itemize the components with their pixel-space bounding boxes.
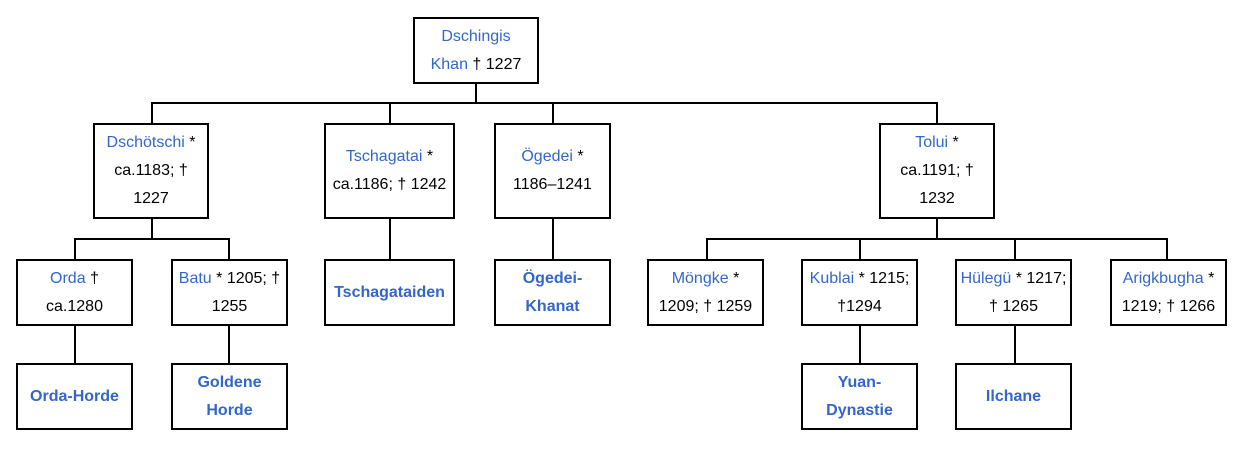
person-batu: Batu * 1205; † 1255	[171, 259, 288, 326]
connector	[706, 238, 708, 260]
dynasty-ilchane: Ilchane	[955, 363, 1072, 430]
person-kublai: Kublai * 1215; †1294	[801, 259, 918, 326]
person-link-oegedei[interactable]: Ögedei	[521, 148, 573, 165]
connector	[936, 218, 938, 239]
dynasty-yuan: Yuan-Dynastie	[801, 363, 918, 430]
person-dates: * 1186–1241	[513, 148, 592, 193]
dynasty-goldene-horde: Goldene Horde	[171, 363, 288, 430]
person-dates: * 1219; † 1266	[1121, 269, 1216, 315]
person-dates: * 1215; †1294	[837, 269, 910, 315]
person-huelegue: Hülegü * 1217; † 1265	[955, 259, 1072, 326]
person-dates: * 1205; † 1255	[211, 269, 281, 315]
dynasty-link-ilchane[interactable]: Ilchane	[985, 387, 1042, 405]
person-dates: * 1209; † 1259	[658, 269, 753, 315]
person-link-huelegue[interactable]: Hülegü	[960, 269, 1012, 287]
dynasty-link-tschagataiden[interactable]: Tschagataiden	[334, 283, 445, 301]
person-orda: Orda † ca.1280	[16, 259, 133, 326]
connector	[389, 218, 391, 260]
connector	[1014, 325, 1016, 364]
connector	[151, 102, 153, 124]
dynasty-oegedei-khanat: Ögedei-Khanat	[494, 259, 611, 326]
person-link-moengke[interactable]: Möngke	[671, 269, 729, 287]
person-tschagatai: Tschagatai * ca.1186; † 1242	[324, 123, 455, 219]
person-link-tschagatai[interactable]: Tschagatai	[345, 148, 423, 165]
connector	[389, 102, 391, 124]
connector	[552, 102, 554, 124]
connector	[228, 325, 230, 364]
person-link-kublai[interactable]: Kublai	[809, 269, 855, 287]
connector	[859, 238, 861, 260]
connector	[151, 102, 937, 104]
connector	[151, 218, 153, 239]
person-dates: † 1227	[467, 55, 522, 73]
dynasty-link-yuan[interactable]: Yuan-Dynastie	[826, 373, 893, 419]
connector	[1014, 238, 1016, 260]
person-dschoetschi: Dschötschi * ca.1183; † 1227	[93, 123, 209, 219]
connector	[859, 325, 861, 364]
connector	[74, 325, 76, 364]
person-dates: * ca.1183; † 1227	[114, 134, 196, 207]
dynasty-link-orda-horde[interactable]: Orda-Horde	[30, 387, 119, 405]
dynasty-link-goldene-horde[interactable]: Goldene Horde	[197, 373, 262, 419]
person-dschingis-khan: Dschingis Khan † 1227	[413, 17, 539, 84]
person-link-orda[interactable]: Orda	[50, 269, 86, 287]
connector	[74, 238, 230, 240]
person-dates: * ca.1186; † 1242	[332, 148, 447, 193]
connector	[74, 238, 76, 260]
dynasty-link-oegedei-khanat[interactable]: Ögedei-Khanat	[522, 269, 583, 315]
connector	[706, 238, 1168, 240]
connector	[552, 218, 554, 260]
person-link-batu[interactable]: Batu	[178, 269, 212, 287]
person-oegedei: Ögedei * 1186–1241	[494, 123, 611, 219]
connector	[228, 238, 230, 260]
person-link-tolui[interactable]: Tolui	[915, 134, 949, 151]
person-moengke: Möngke * 1209; † 1259	[647, 259, 764, 326]
connector	[1166, 238, 1168, 260]
dynasty-tschagataiden: Tschagataiden	[324, 259, 455, 326]
person-tolui: Tolui * ca.1191; † 1232	[879, 123, 995, 219]
connector	[475, 83, 477, 103]
person-link-dschingis-khan[interactable]: Dschingis Khan	[430, 27, 511, 73]
person-dates: * ca.1191; † 1232	[900, 134, 974, 207]
connector	[936, 102, 938, 124]
person-dates: * 1217; † 1265	[989, 269, 1067, 315]
dynasty-orda-horde: Orda-Horde	[16, 363, 133, 430]
person-dates: † ca.1280	[46, 269, 103, 315]
person-link-dschoetschi[interactable]: Dschötschi	[106, 134, 185, 151]
person-link-arigkbugha[interactable]: Arigkbugha	[1122, 269, 1204, 287]
person-arigkbugha: Arigkbugha * 1219; † 1266	[1110, 259, 1227, 326]
